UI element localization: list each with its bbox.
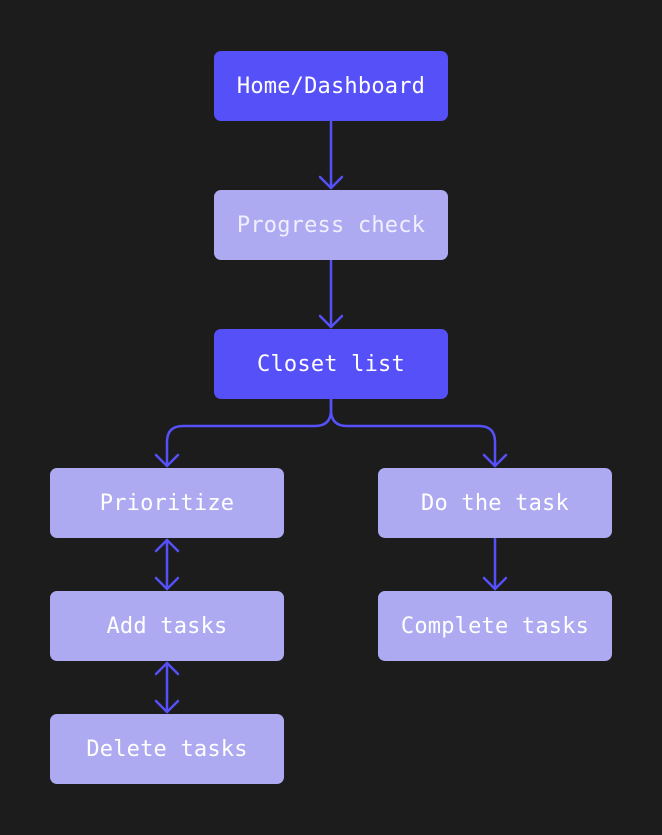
node-label: Home/Dashboard: [236, 73, 426, 99]
node-label: Closet list: [257, 351, 405, 377]
arrow-closet-to-prioritize: [154, 397, 333, 468]
node-add-tasks[interactable]: Add tasks: [50, 591, 284, 661]
node-label: Complete tasks: [400, 613, 590, 639]
node-prioritize[interactable]: Prioritize: [50, 468, 284, 538]
node-label: Progress check: [236, 212, 426, 238]
arrow-add-delete-bidirectional: [154, 661, 180, 714]
node-label: Prioritize: [99, 490, 235, 516]
node-label: Do the task: [421, 490, 569, 516]
arrow-closet-to-do-task: [329, 397, 508, 468]
node-progress-check[interactable]: Progress check: [214, 190, 448, 260]
arrow-do-task-to-complete: [482, 536, 508, 591]
node-do-the-task[interactable]: Do the task: [378, 468, 612, 538]
node-complete-tasks[interactable]: Complete tasks: [378, 591, 612, 661]
node-closet-list[interactable]: Closet list: [214, 329, 448, 399]
arrow-home-to-progress: [318, 119, 344, 190]
node-delete-tasks[interactable]: Delete tasks: [50, 714, 284, 784]
arrow-prioritize-add-bidirectional: [154, 538, 180, 591]
node-label: Add tasks: [106, 613, 228, 639]
node-label: Delete tasks: [86, 736, 248, 762]
arrow-progress-to-closet: [318, 258, 344, 329]
node-home-dashboard[interactable]: Home/Dashboard: [214, 51, 448, 121]
